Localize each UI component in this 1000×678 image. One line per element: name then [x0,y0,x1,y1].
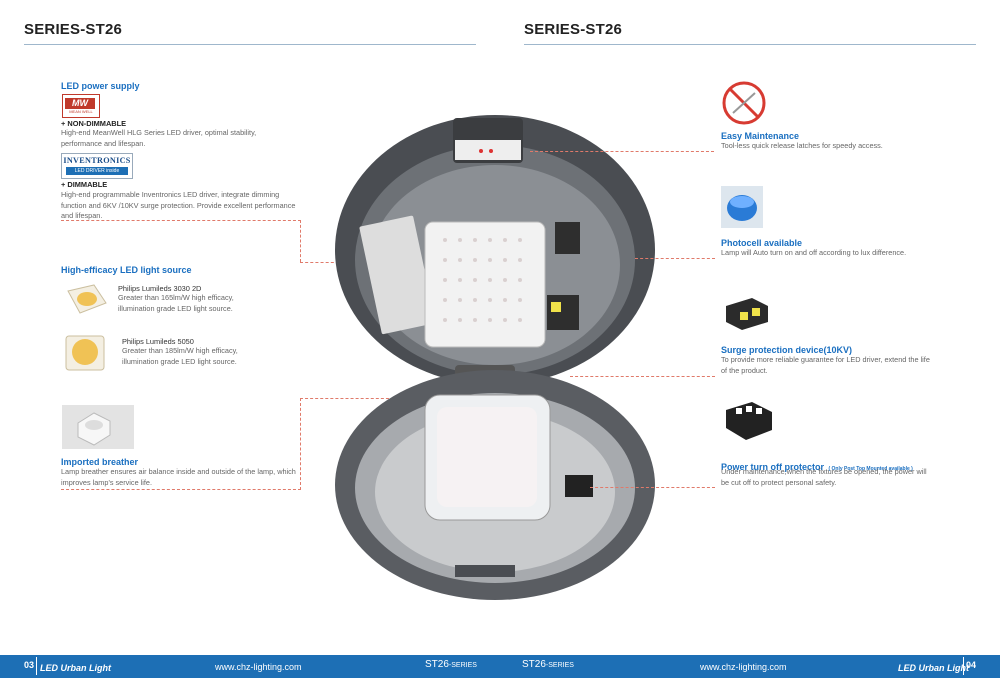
led-5050-icon [62,330,110,374]
left-url[interactable]: www.chz-lighting.com [215,662,302,672]
photocell-title: Photocell available [721,238,803,248]
breather-title: Imported breather [61,457,139,467]
led-3030-name: Philips Lumileds 3030 2D [118,284,202,293]
leader-power-off [590,487,715,488]
left-brand: LED Urban Light [40,663,111,673]
breather-desc: Lamp breather ensures air balance inside… [61,467,296,487]
right-brand: LED Urban Light [898,663,969,673]
maintenance-desc: Tool-less quick release latches for spee… [721,141,883,150]
dimmable-label: + DIMMABLE [61,180,108,189]
power-off-note: ( Only Post Top Mounted available ) [828,466,913,472]
leader-breather-3 [61,489,301,490]
power-off-desc: Under maintenance,when the fixtures be o… [721,467,927,487]
maintenance-title: Easy Maintenance [721,131,800,141]
right-page-number: 04 [966,660,977,670]
leader-power-2 [300,220,301,262]
led-3030-desc: Greater than 165lm/W high efficacy, illu… [118,293,234,313]
right-url[interactable]: www.chz-lighting.com [700,662,787,672]
non-dimmable-desc: High-end MeanWell HLG Series LED driver,… [61,128,257,148]
power-off-heading: Power turn off protector ( Only Post Top… [721,457,913,475]
led-3030-icon [64,281,108,319]
photocell-icon [721,186,763,228]
inventronics-logo: INVENTRONICS LED DRIVER inside [61,153,133,179]
left-page-title: SERIES-ST26 [24,21,123,38]
footer-bar [0,655,1000,678]
leader-maint [530,151,714,152]
photocell-desc: Lamp will Auto turn on and off according… [721,248,907,257]
leader-power-1 [61,220,301,221]
leader-photo [635,258,715,259]
leader-breather-2 [300,398,301,490]
dimmable-desc: High-end programmable Inventronics LED d… [61,190,296,220]
breather-icon [62,405,134,449]
light-source-title: High-efficacy LED light source [61,265,192,275]
leader-surge [570,376,715,377]
left-page-number: 03 [24,660,35,670]
left-header-rule [24,44,476,45]
power-supply-title: LED power supply [61,81,140,91]
lamp-illustration [325,110,665,610]
footer-divider-left [36,657,37,675]
power-off-title: Power turn off protector [721,462,824,472]
surge-desc: To provide more reliable guarantee for L… [721,355,930,375]
led-5050-desc: Greater than 185lm/W high efficacy, illu… [122,346,238,366]
surge-device-icon [722,292,772,334]
power-protector-icon [722,394,776,446]
left-series-tag: ST26-SERIES [425,659,477,670]
right-series-tag: ST26-SERIES [522,659,574,670]
non-dimmable-label: + NON-DIMMABLE [61,119,127,128]
surge-title: Surge protection device(10KV) [721,345,853,355]
right-page-title: SERIES-ST26 [524,21,623,38]
no-tool-icon [721,80,767,126]
meanwell-logo: MW MEAN WELL [62,94,100,118]
footer-divider-right [963,657,964,675]
led-5050-name: Philips Lumileds 5050 [122,337,194,346]
right-header-rule [524,44,976,45]
